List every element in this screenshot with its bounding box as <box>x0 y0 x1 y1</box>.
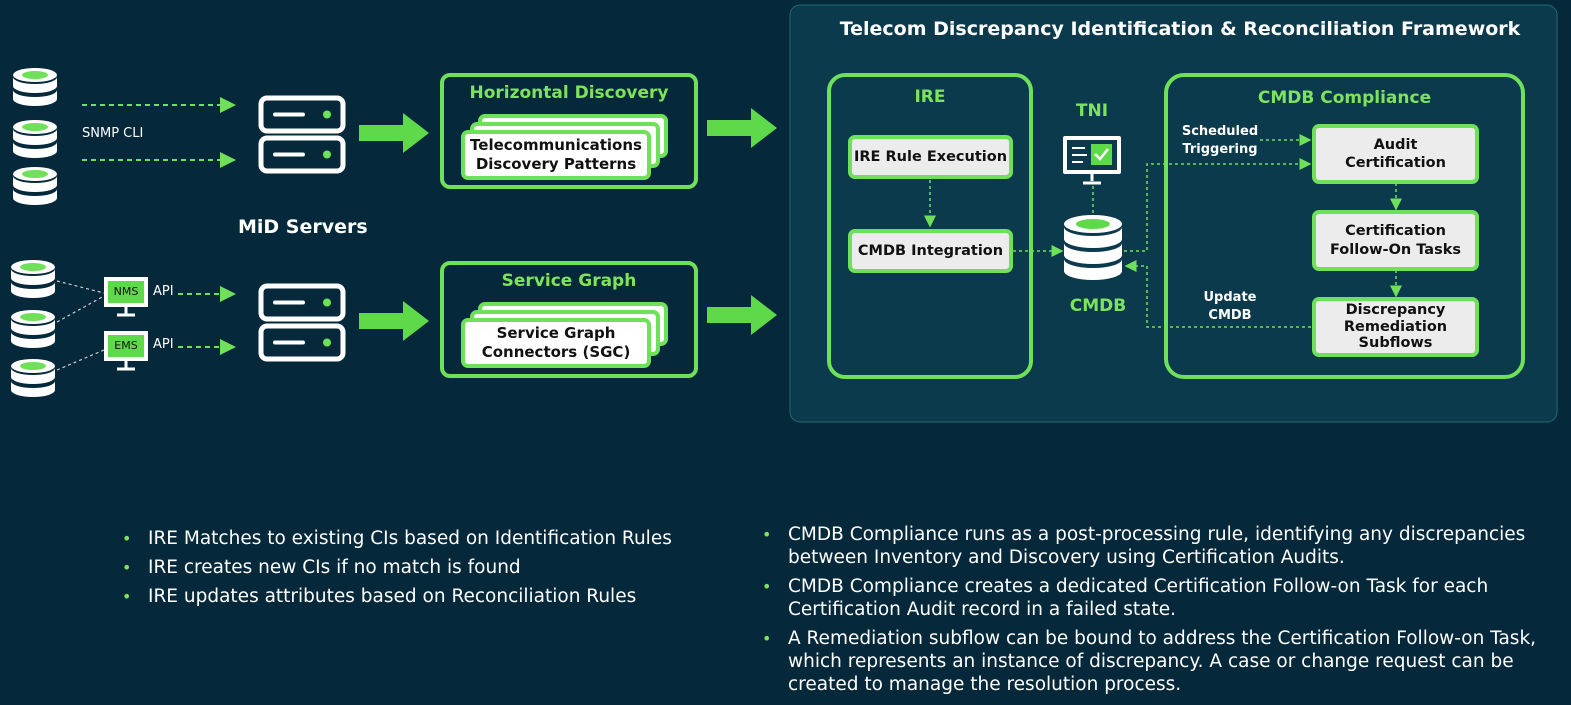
bullet-item: IRE creates new CIs if no match is found <box>122 556 708 579</box>
ems-label: EMS <box>114 339 138 352</box>
compliance-title: CMDB Compliance <box>1257 88 1432 108</box>
horizontal-discovery-title: Horizontal Discovery <box>469 83 669 103</box>
flow-arrow <box>359 113 429 153</box>
bullet-item: IRE updates attributes based on Reconcil… <box>122 585 708 608</box>
ire-title: IRE <box>914 87 946 107</box>
follow-on-tasks-card: Certification Follow-On Tasks <box>1312 210 1479 271</box>
bullet-list-left: IRE Matches to existing CIs based on Ide… <box>122 527 708 608</box>
connector-line <box>56 295 105 323</box>
cmdb-label: CMDB <box>1069 296 1127 316</box>
cmdb-integration-card: CMDB Integration <box>848 229 1013 273</box>
dashed-arrow <box>1124 158 1312 252</box>
tni-label: TNI <box>1075 101 1109 121</box>
mid-servers-label: MiD Servers <box>238 216 368 238</box>
service-graph-title: Service Graph <box>501 271 637 291</box>
audit-certification-card: Audit Certification <box>1312 124 1479 184</box>
bullet-item: CMDB Compliance runs as a post-processin… <box>762 523 1553 569</box>
compliance-box <box>1164 73 1525 379</box>
bullet-list-right: CMDB Compliance runs as a post-processin… <box>762 523 1553 702</box>
database-icon <box>13 167 57 205</box>
dashed-arrow <box>1124 260 1311 328</box>
connector-line <box>56 280 105 294</box>
horizontal-discovery-box <box>440 73 698 189</box>
discovery-patterns-card: Telecommunications Discovery Patterns <box>461 130 651 180</box>
database-icon <box>13 120 57 158</box>
framework-title: Telecom Discrepancy Identification & Rec… <box>839 18 1521 40</box>
database-icon <box>13 68 57 106</box>
tni-monitor-icon <box>1063 136 1121 185</box>
database-icon <box>11 359 55 397</box>
ire-rule-execution-card: IRE Rule Execution <box>848 135 1013 179</box>
bullet-item: CMDB Compliance creates a dedicated Cert… <box>762 575 1553 621</box>
server-icon <box>261 286 343 359</box>
database-icon <box>11 310 55 348</box>
nms-label: NMS <box>113 285 139 298</box>
database-icon <box>11 260 55 298</box>
ire-box <box>827 73 1033 379</box>
scheduled-triggering-label: Scheduled Triggering <box>1181 124 1259 157</box>
flow-arrow <box>707 108 777 148</box>
flow-arrow <box>707 295 777 335</box>
api-label: API <box>153 337 174 352</box>
sgc-card: Service Graph Connectors (SGC) <box>461 318 651 368</box>
api-label: API <box>153 284 174 299</box>
remediation-subflows-card: Discrepancy Remediation Subflows <box>1312 297 1479 357</box>
connector-line <box>56 349 105 371</box>
cmdb-database-icon <box>1064 215 1122 280</box>
flow-arrow <box>359 301 429 341</box>
bullet-item: A Remediation subflow can be bound to ad… <box>762 627 1553 696</box>
update-cmdb-label: Update CMDB <box>1203 290 1257 323</box>
server-icon <box>261 98 343 171</box>
protocol-label: SNMP CLI <box>82 126 144 141</box>
bullet-item: IRE Matches to existing CIs based on Ide… <box>122 527 708 550</box>
service-graph-box <box>440 261 698 378</box>
